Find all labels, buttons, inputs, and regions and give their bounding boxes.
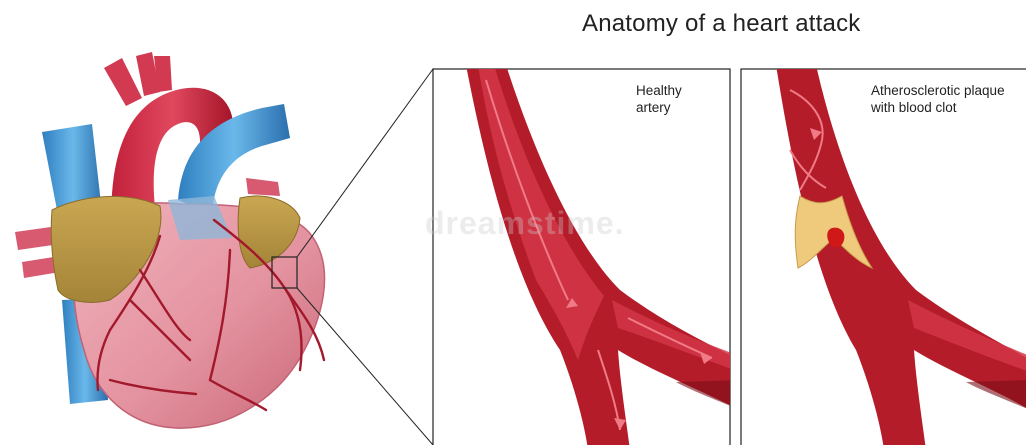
plaque-label-line-1: Atherosclerotic plaque [871,82,1005,99]
plaque-label-line-2: with blood clot [871,99,1005,116]
connector-line-top [297,69,433,257]
diagram-title: Anatomy of a heart attack [582,10,860,38]
pulmonary-vein-right [246,178,280,196]
healthy-label-line-1: Healthy [636,82,682,99]
connector-line-bottom [297,288,433,445]
watermark: dreamstime. [425,205,625,242]
healthy-label-line-2: artery [636,99,682,116]
heart-illustration [15,52,325,428]
plaque-artery-label: Atherosclerotic plaque with blood clot [871,82,1005,116]
aortic-branch-1 [104,58,142,106]
healthy-artery-label: Healthy artery [636,82,682,116]
